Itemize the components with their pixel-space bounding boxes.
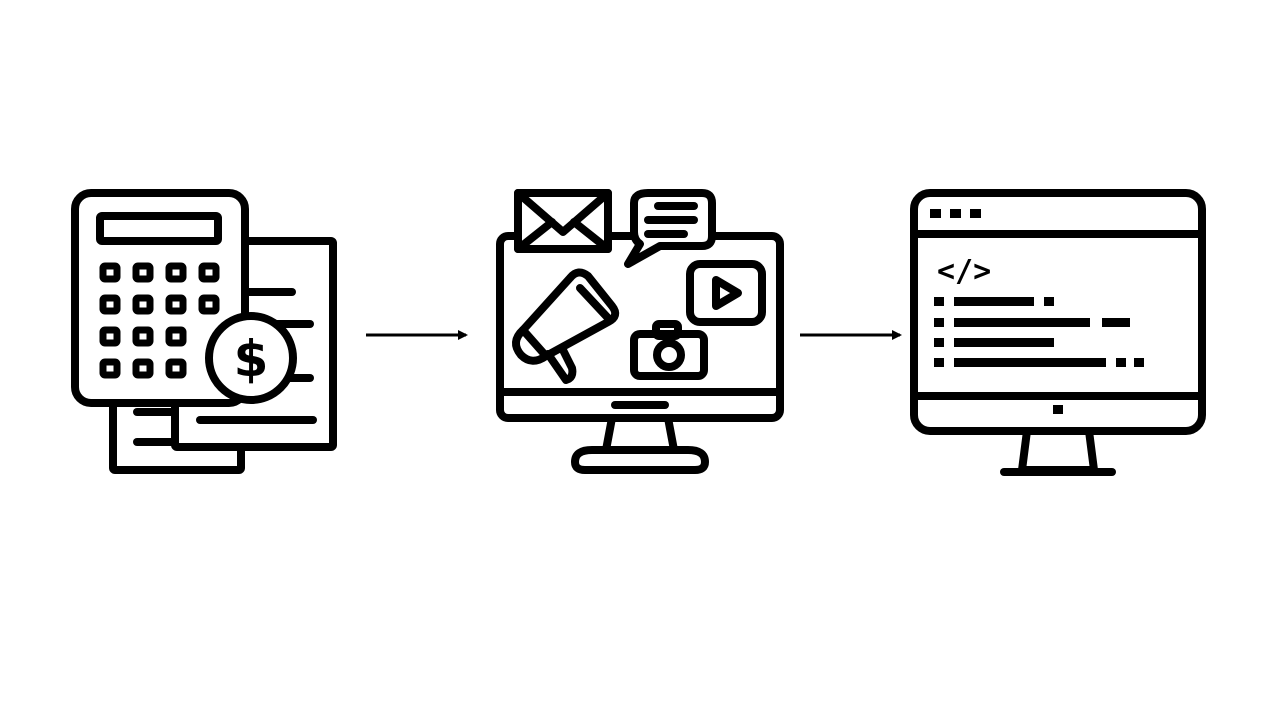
monitor-base-shape bbox=[571, 446, 709, 474]
camera-icon bbox=[630, 320, 708, 380]
code-lines bbox=[934, 297, 1144, 367]
code-editor-monitor-icon bbox=[910, 189, 1206, 476]
calculator-invoice-dollar-icon bbox=[71, 189, 337, 474]
play-video-icon bbox=[686, 260, 766, 326]
power-indicator bbox=[1053, 405, 1063, 414]
chat-bubble-icon bbox=[624, 189, 716, 268]
monitor-stand-shape bbox=[602, 414, 678, 454]
digital-marketing-monitor-icon bbox=[496, 189, 784, 474]
code-tag-icon: </> bbox=[937, 254, 991, 289]
editor-stand-shape bbox=[1018, 427, 1098, 474]
dollar-coin-shape bbox=[205, 312, 297, 404]
calculator-screen-shape bbox=[96, 212, 222, 245]
megaphone-icon bbox=[512, 268, 620, 384]
window-dots bbox=[930, 209, 981, 218]
dollar-symbol: $ bbox=[234, 330, 269, 388]
envelope-icon bbox=[514, 189, 612, 253]
calculator-keys bbox=[99, 262, 220, 379]
editor-frame-shape bbox=[910, 189, 1206, 435]
calculator-body-shape bbox=[71, 189, 249, 407]
